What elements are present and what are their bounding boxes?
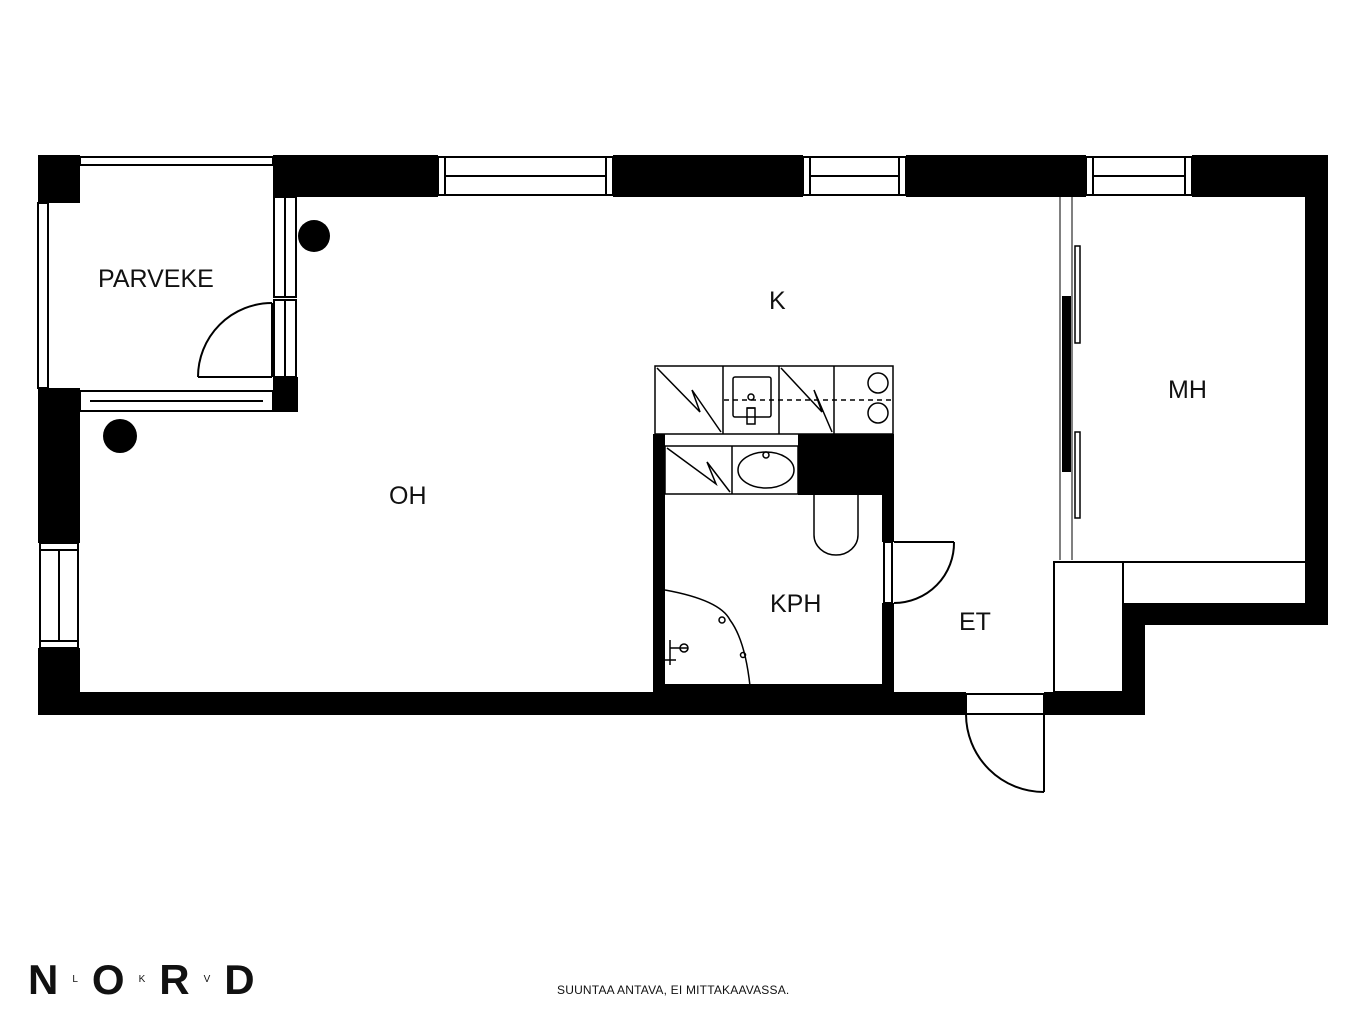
logo-letter: R <box>159 956 190 1003</box>
entrance-door <box>965 693 1045 793</box>
columns <box>103 220 330 453</box>
outer-walls <box>38 155 1328 715</box>
balcony-outline <box>37 156 297 412</box>
nord-lkv-logo: N L O K R V D <box>28 958 255 1002</box>
room-label-oh: OH <box>389 482 427 510</box>
room-label-et: ET <box>959 608 991 636</box>
bathroom-fixtures <box>664 445 859 687</box>
room-label-parveke: PARVEKE <box>98 265 214 293</box>
logo-letter: K <box>138 974 146 985</box>
logo-letter: V <box>203 974 211 985</box>
room-label-kph: KPH <box>770 590 821 618</box>
logo-letter: D <box>224 956 255 1003</box>
logo-letter: L <box>72 974 78 985</box>
windows <box>39 156 1193 649</box>
disclaimer-text: SUUNTAA ANTAVA, EI MITTAKAAVASSA. <box>557 983 790 997</box>
bathroom-walls <box>653 434 894 694</box>
logo-letter: O <box>91 956 125 1003</box>
room-label-k: K <box>769 287 786 315</box>
balcony-door <box>197 302 273 378</box>
room-label-mh: MH <box>1168 376 1207 404</box>
kitchen-counter <box>654 365 894 435</box>
entrance-walls <box>1053 561 1305 693</box>
bedroom-partition <box>1059 197 1081 560</box>
bathroom-door <box>883 541 956 604</box>
logo-letter: N <box>28 956 59 1003</box>
